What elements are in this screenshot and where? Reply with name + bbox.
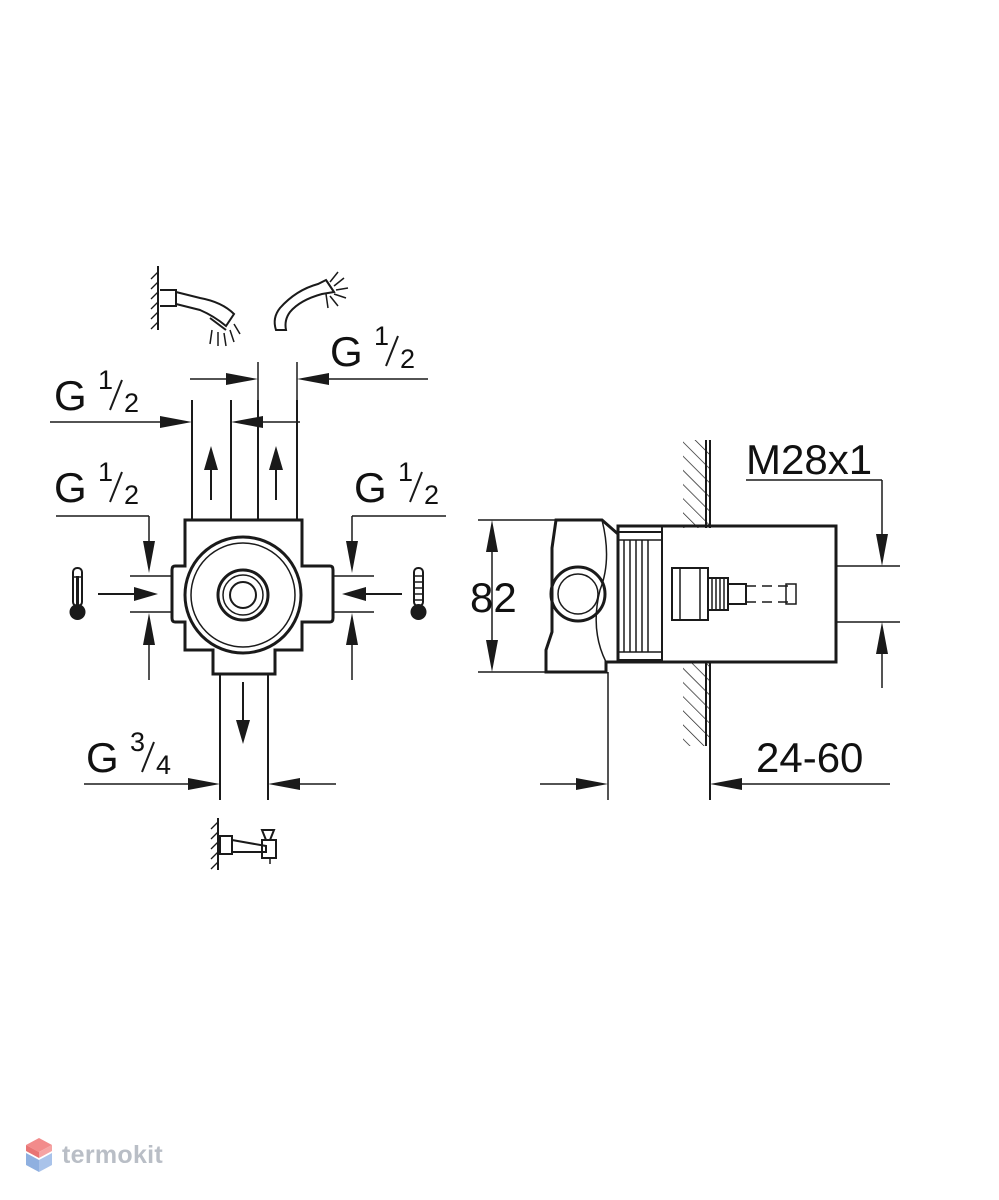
dim-label-wall-depth: 24-60 — [756, 734, 863, 781]
svg-text:2: 2 — [124, 480, 139, 510]
svg-text:1: 1 — [98, 365, 113, 395]
thermometer-icon — [410, 567, 427, 620]
dim-label-g-half-top-left: G 1 2 — [54, 365, 139, 419]
dim-label-thread: M28x1 — [746, 436, 872, 483]
dim-label-height: 82 — [470, 574, 517, 621]
svg-text:3: 3 — [130, 727, 145, 757]
svg-text:G: G — [86, 734, 119, 781]
termokit-logo-icon — [26, 1138, 52, 1172]
flow-arrow-down — [236, 682, 250, 744]
dim-label-g-half-mid-right: G 1 2 — [354, 457, 439, 511]
svg-text:1: 1 — [98, 457, 113, 487]
thermometer-icon — [69, 567, 86, 620]
svg-text:G: G — [54, 464, 87, 511]
svg-text:G: G — [54, 372, 87, 419]
bath-spout-icon — [210, 818, 277, 870]
svg-text:2: 2 — [124, 388, 139, 418]
front-view: G 1 2 G 1 2 G 1 2 G 1 2 G 3 4 — [50, 266, 446, 870]
dim-label-g-three-quarter: G 3 4 — [86, 727, 171, 781]
dim-label-g-half-mid-left: G 1 2 — [54, 457, 139, 511]
valve-body-front — [170, 518, 335, 676]
flow-arrow-up-right — [269, 446, 283, 500]
svg-text:2: 2 — [424, 480, 439, 510]
dim-label-g-half-top-right: G 1 2 — [330, 321, 415, 375]
svg-text:G: G — [354, 464, 387, 511]
svg-text:1: 1 — [398, 457, 413, 487]
side-view: 82 M28x1 24-60 — [470, 436, 900, 800]
watermark: termokit — [24, 1136, 163, 1174]
svg-text:G: G — [330, 328, 363, 375]
valve-body-side — [544, 518, 620, 674]
watermark-brand: termokit — [62, 1140, 164, 1169]
hand-shower-icon — [273, 271, 349, 331]
svg-text:1: 1 — [374, 321, 389, 351]
svg-text:2: 2 — [400, 344, 415, 374]
wall-shower-head-icon — [150, 266, 241, 347]
svg-text:4: 4 — [156, 750, 171, 780]
flow-arrow-up-left — [204, 446, 218, 500]
